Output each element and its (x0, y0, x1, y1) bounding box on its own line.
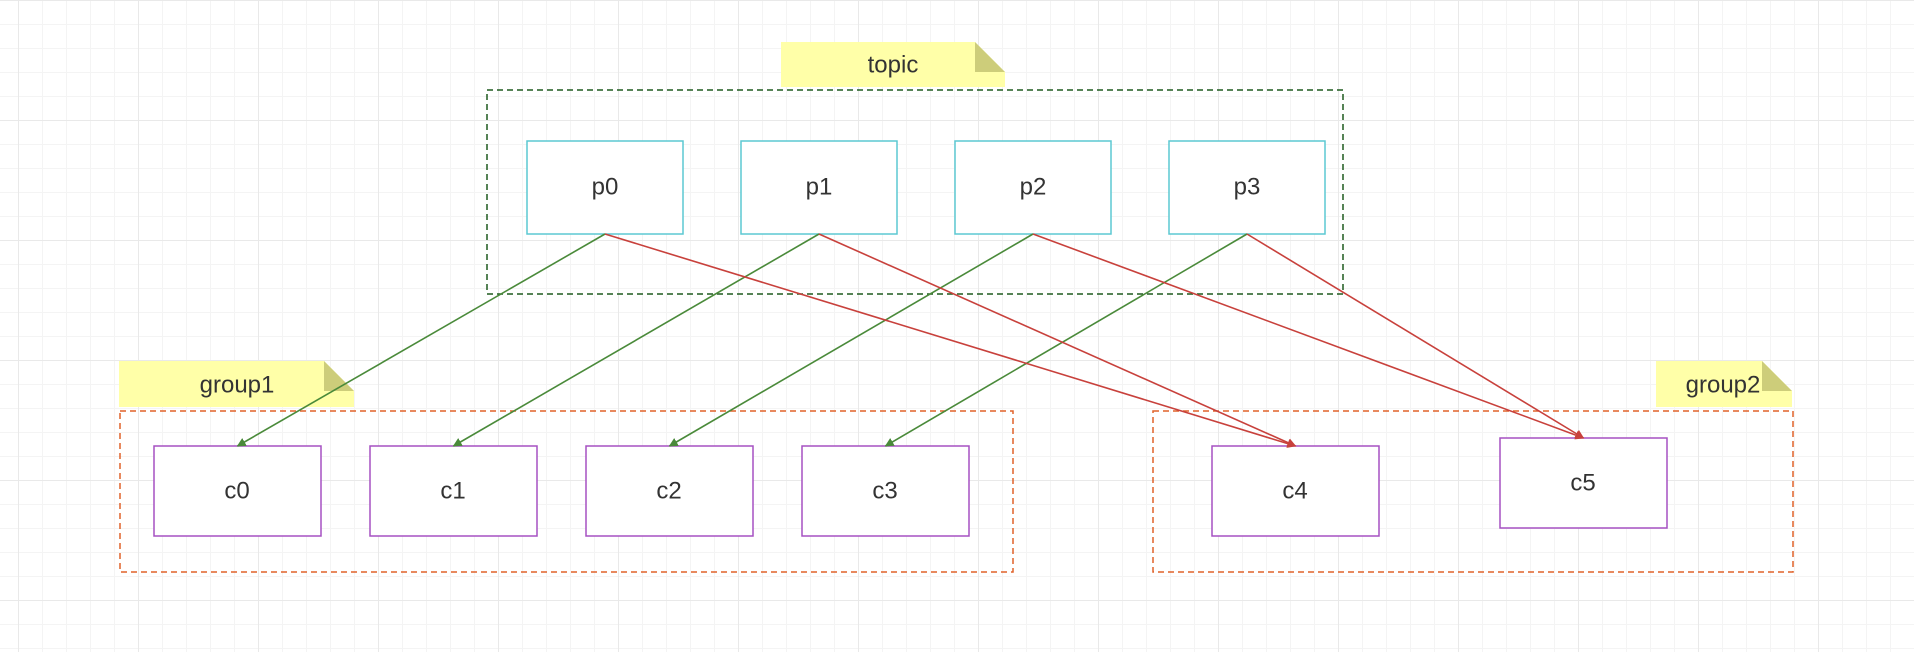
consumer-box (369, 445, 538, 537)
group2-note-fold (1762, 361, 1792, 391)
topic-note-fold (975, 42, 1005, 72)
group1-note-body (119, 361, 354, 407)
group1-note: group1 (119, 361, 354, 407)
partition-p3[interactable]: p3 (1168, 140, 1326, 235)
consumer-box (585, 445, 754, 537)
group2-note: group2 (1656, 361, 1792, 407)
edge-p1-c1 (452, 233, 820, 447)
partition-label: p1 (806, 174, 833, 201)
edge-p2-c2 (668, 233, 1034, 447)
group1-note-fold (324, 361, 354, 391)
partition-label: p2 (1020, 174, 1047, 201)
consumer-box (153, 445, 322, 537)
topic-note-body (781, 42, 1005, 87)
group1-note-label: group1 (200, 372, 275, 399)
consumer-box (801, 445, 970, 537)
edge-p2-c5 (1032, 233, 1585, 440)
consumer-label: c2 (656, 478, 681, 505)
edge-p0-c0 (236, 233, 606, 447)
edge-p1-c4 (818, 233, 1297, 447)
consumer-label: c5 (1570, 470, 1595, 497)
consumer-c0[interactable]: c0 (153, 445, 322, 537)
topic-note-label: topic (868, 52, 919, 79)
consumer-c1[interactable]: c1 (369, 445, 538, 537)
edge-p0-c4 (604, 233, 1297, 448)
consumer-c2[interactable]: c2 (585, 445, 754, 537)
partition-label: p3 (1234, 174, 1261, 201)
partition-box (526, 140, 684, 235)
group2-note-body (1656, 361, 1792, 407)
consumer-label: c4 (1282, 478, 1307, 505)
group1-container (119, 410, 1014, 573)
edge-p3-c3 (884, 233, 1248, 447)
consumer-c5[interactable]: c5 (1499, 437, 1668, 529)
consumer-box (1211, 445, 1380, 537)
partition-box (954, 140, 1112, 235)
group2-note-label: group2 (1686, 372, 1761, 399)
group2-container (1152, 410, 1794, 573)
edge-layer (236, 233, 1585, 448)
consumer-label: c3 (872, 478, 897, 505)
partition-p2[interactable]: p2 (954, 140, 1112, 235)
consumer-box (1499, 437, 1668, 529)
consumer-label: c1 (440, 478, 465, 505)
topic-note: topic (781, 42, 1005, 87)
consumer-c3[interactable]: c3 (801, 445, 970, 537)
consumer-label: c0 (224, 478, 249, 505)
partition-p1[interactable]: p1 (740, 140, 898, 235)
partition-box (1168, 140, 1326, 235)
consumer-c4[interactable]: c4 (1211, 445, 1380, 537)
edge-p3-c5 (1246, 233, 1585, 439)
partition-p0[interactable]: p0 (526, 140, 684, 235)
partition-label: p0 (592, 174, 619, 201)
